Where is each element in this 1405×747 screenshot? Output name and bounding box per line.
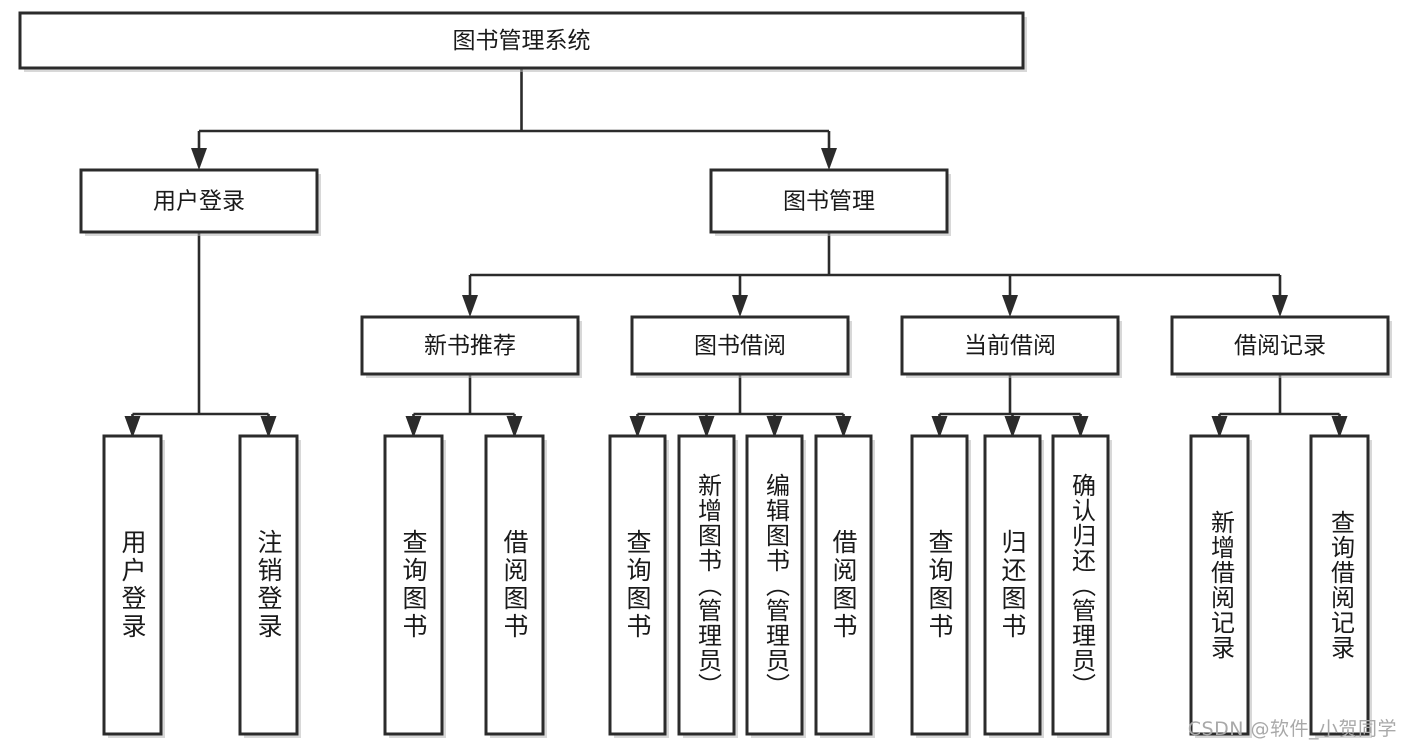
node-label-current-borrow: 当前借阅 [964,333,1056,359]
node-leaf-confirm-return[interactable] [1051,434,1110,736]
node-book-manage[interactable] [709,168,949,234]
node-new-book-rec[interactable] [360,315,580,376]
arrow-icon-leaf-add-book [698,416,715,438]
node-leaf-query-book-current[interactable] [910,434,969,736]
arrow-icon-user-login [191,148,207,170]
watermark-text: CSDN @软件_小贺同学 [1187,718,1397,740]
node-leaf-return-book[interactable] [983,434,1042,736]
node-leaf-query-borrow-record[interactable] [1309,434,1370,736]
root-box-label: 图书管理系统 [453,28,591,54]
connectors-layer [124,68,1348,438]
arrow-icon-current-borrow [1002,295,1018,317]
arrow-icon-leaf-return-book [1004,416,1021,438]
arrow-icon-leaf-user-login [124,416,141,438]
node-label-book-manage: 图书管理 [783,189,875,215]
arrow-icon-leaf-edit-book [766,416,783,438]
node-leaf-edit-book[interactable] [745,434,804,736]
node-label-book-borrow: 图书借阅 [694,333,786,359]
boxes-layer [18,11,1392,738]
node-label-new-book-rec: 新书推荐 [424,333,516,359]
node-book-borrow[interactable] [630,315,850,376]
arrow-icon-leaf-query-borrow-record [1331,416,1348,438]
arrow-icon-leaf-query-book-rec [405,416,422,438]
root-box[interactable] [18,11,1025,70]
node-leaf-add-book[interactable] [677,434,736,736]
arrow-icon-leaf-query-book-current [931,416,948,438]
node-label-borrow-record: 借阅记录 [1234,333,1326,359]
arrow-icon-leaf-query-book-borrow [629,416,646,438]
arrow-icon-book-borrow [732,295,748,317]
node-leaf-borrow-book[interactable] [814,434,873,736]
arrow-icon-book-manage [821,148,837,170]
node-leaf-add-borrow-record[interactable] [1189,434,1250,736]
node-leaf-user-login[interactable] [102,434,163,736]
arrow-icon-borrow-record [1272,295,1288,317]
node-borrow-record[interactable] [1170,315,1390,376]
arrow-icon-leaf-logout-login [260,416,277,438]
arrow-icon-leaf-borrow-book-rec [506,416,523,438]
node-leaf-borrow-book-rec[interactable] [484,434,545,736]
node-current-borrow[interactable] [900,315,1120,376]
node-leaf-query-book-borrow[interactable] [608,434,667,736]
node-leaf-logout-login[interactable] [238,434,299,736]
node-leaf-query-book-rec[interactable] [383,434,444,736]
arrow-icon-leaf-confirm-return [1072,416,1089,438]
arrow-icon-leaf-add-borrow-record [1211,416,1228,438]
arrow-icon-new-book-rec [462,295,478,317]
node-user-login[interactable] [79,168,319,234]
node-label-user-login: 用户登录 [153,189,245,215]
arrow-icon-leaf-borrow-book [835,416,852,438]
